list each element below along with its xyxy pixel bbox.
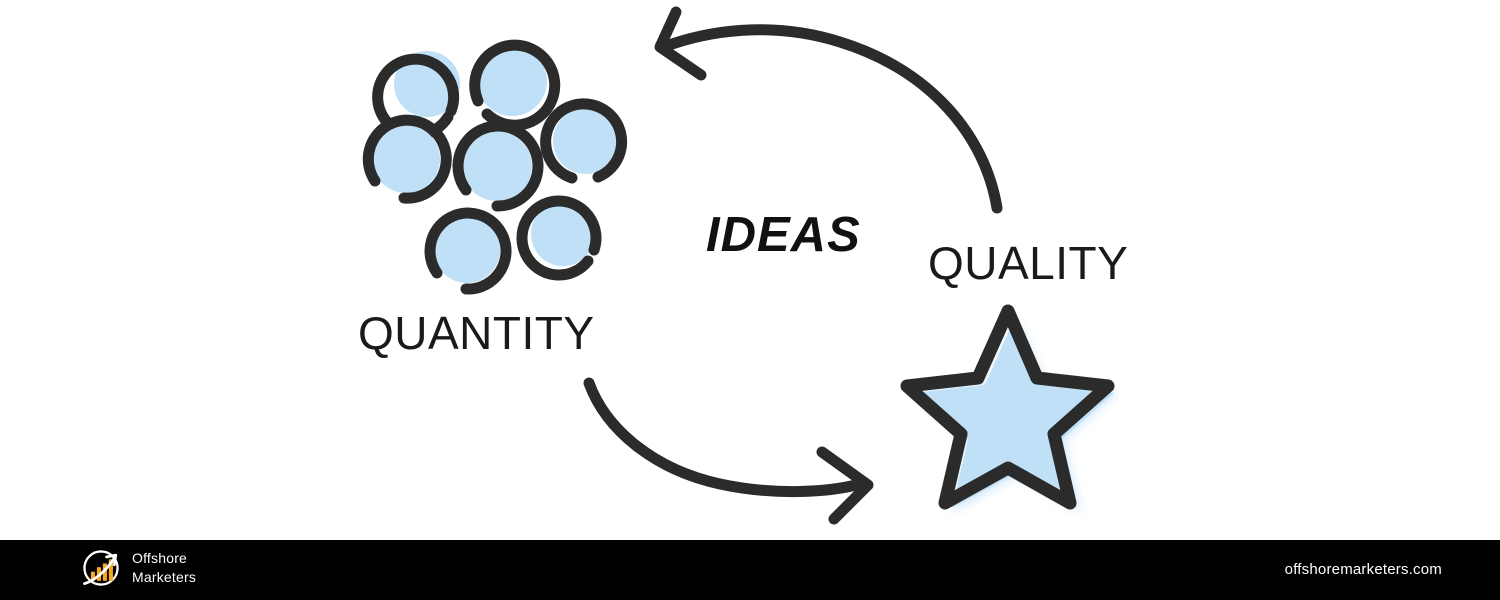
arrow-quantity-to-quality	[583, 377, 874, 525]
quantity-circle-cluster	[362, 39, 628, 295]
label-quality: QUALITY	[928, 237, 1129, 289]
brand-logo-line-2: Marketers	[132, 569, 197, 585]
label-ideas: IDEAS	[706, 208, 861, 262]
quantity-circle	[469, 39, 561, 131]
brand-logo-line-1: Offshore	[132, 550, 188, 567]
quality-star	[900, 304, 1118, 512]
quantity-circle	[540, 98, 628, 184]
quantity-circle	[424, 207, 512, 295]
brand-logo[interactable]: Offshore Marketers	[78, 545, 196, 591]
arrow-quality-to-quantity	[654, 6, 1003, 214]
footer-bar	[0, 540, 1500, 600]
diagram-vector-layer	[362, 6, 1118, 525]
offshore-marketers-logo-icon	[83, 550, 119, 586]
star-outline	[900, 304, 1115, 510]
quantity-circle	[516, 195, 602, 281]
quantity-circle	[452, 120, 544, 212]
label-quantity: QUANTITY	[358, 307, 595, 359]
diagram-artboard: QUANTITY IDEAS QUALITY	[358, 6, 1129, 525]
footer-website-url[interactable]: offshoremarketers.com	[1284, 561, 1442, 578]
quantity-circle	[362, 114, 452, 204]
brand-logo-text: Offshore Marketers	[132, 549, 196, 587]
